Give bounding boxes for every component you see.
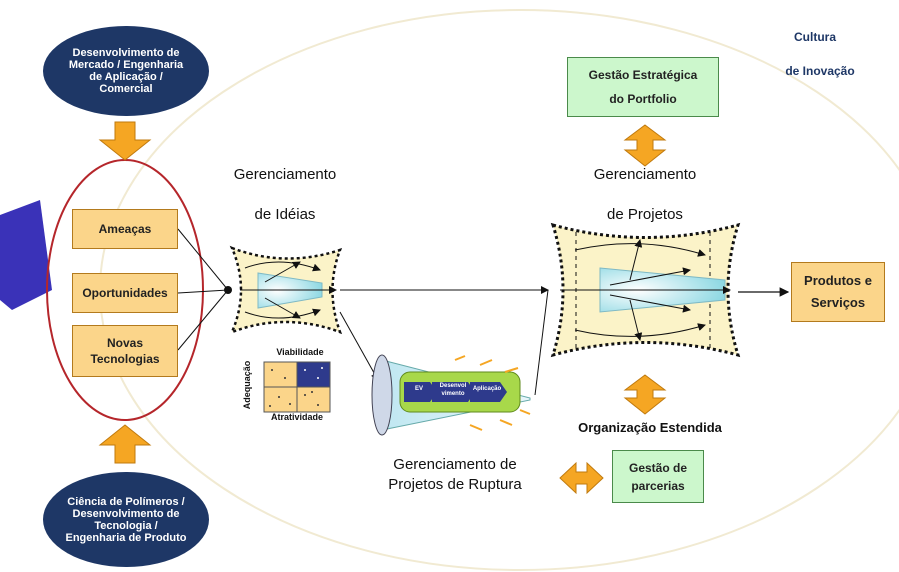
evaluation-matrix [263, 361, 331, 413]
organization-double-arrow-icon [623, 374, 667, 415]
projects-title-line1: Gerenciamento [593, 166, 697, 183]
blue-pointer-arrow [0, 200, 52, 310]
ideas-title-line1: Gerenciamento [233, 166, 337, 183]
ruptura-cone [371, 354, 531, 436]
opportunities-box: Oportunidades [72, 273, 178, 313]
arrow-up-icon [98, 424, 152, 464]
projects-title-line2: de Projetos [607, 206, 683, 223]
ideas-title-line2: de Idéias [254, 206, 316, 223]
market-development-oval: Desenvolvimento de Mercado / Engenharia … [43, 26, 209, 116]
stage-ev-label: EV [414, 386, 423, 392]
portfolio-double-arrow-icon [623, 124, 667, 167]
extended-organization-label: Organização Estendida [578, 420, 722, 435]
stage-development-label: Desenvol vimento [439, 383, 467, 397]
threats-box: Ameaças [72, 209, 178, 249]
polymer-science-oval: Ciência de Polímeros / Desenvolvimento d… [43, 472, 209, 567]
projects-funnel [550, 222, 741, 358]
ideas-funnel [229, 245, 343, 335]
arrow-down-icon [98, 121, 152, 161]
partnerships-double-arrow-icon [559, 461, 604, 495]
culture-label-line2: de Inovação [785, 64, 855, 78]
culture-label-line1: Cultura [794, 30, 836, 44]
new-technologies-box: Novas Tecnologias [72, 325, 178, 377]
ruptura-title: Gerenciamento de Projetos de Ruptura [388, 456, 522, 493]
matrix-top-label: Viabilidade [276, 347, 324, 357]
matrix-side-label: Adequação [242, 360, 252, 410]
strategic-portfolio-box: Gestão Estratégica do Portfolio [567, 57, 719, 117]
stage-application-label: Aplicação [472, 386, 502, 392]
partnerships-box: Gestão de parcerias [612, 450, 704, 503]
products-services-box: Produtos e Serviços [791, 262, 885, 322]
matrix-bottom-label: Atratividade [270, 412, 323, 422]
